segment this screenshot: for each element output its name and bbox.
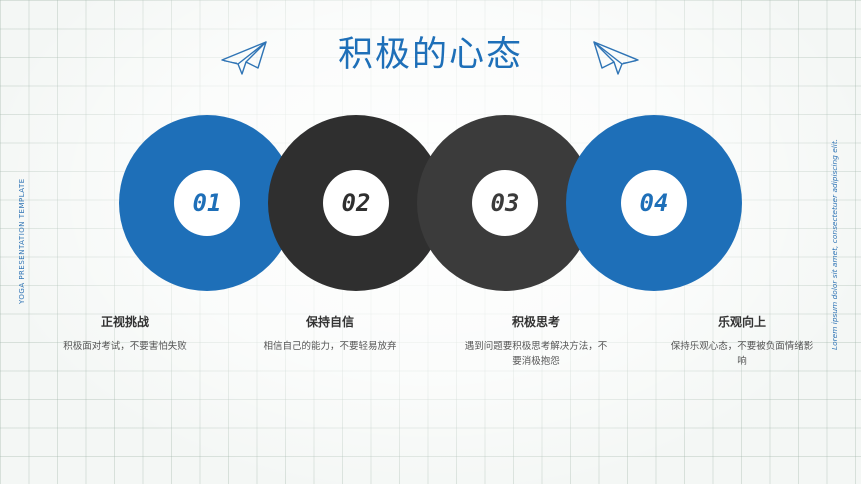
step-title: 保持自信 <box>305 315 354 329</box>
step-number: 03 <box>490 189 520 217</box>
step-number-badge: 02 <box>323 170 389 236</box>
step-number-badge: 01 <box>174 170 240 236</box>
step-ring-2: 02 <box>268 115 444 291</box>
step-description: 保持乐观心态，不要被负面情绪影响 <box>670 341 814 367</box>
paper-plane-icon <box>221 41 267 75</box>
step-title: 正视挑战 <box>100 315 149 329</box>
step-number: 04 <box>639 189 669 217</box>
step-number-badge: 03 <box>472 170 538 236</box>
step-number-badge: 04 <box>621 170 687 236</box>
step-title: 积极思考 <box>511 315 560 329</box>
step-ring-3: 03 <box>417 115 593 291</box>
page-title: 积极的心态 <box>337 35 523 75</box>
step-ring-1: 01 <box>119 115 295 291</box>
step-description: 遇到问题要积极思考解决方法，不要消极抱怨 <box>464 341 608 367</box>
step-description: 相信自己的能力，不要轻易放弃 <box>263 341 397 352</box>
step-number: 02 <box>341 189 371 217</box>
step-number: 01 <box>192 189 222 217</box>
paper-plane-icon <box>593 41 639 75</box>
step-title: 乐观向上 <box>717 315 766 329</box>
step-description: 积极面对考试，不要害怕失败 <box>63 341 187 352</box>
step-ring-4: 04 <box>566 115 742 291</box>
